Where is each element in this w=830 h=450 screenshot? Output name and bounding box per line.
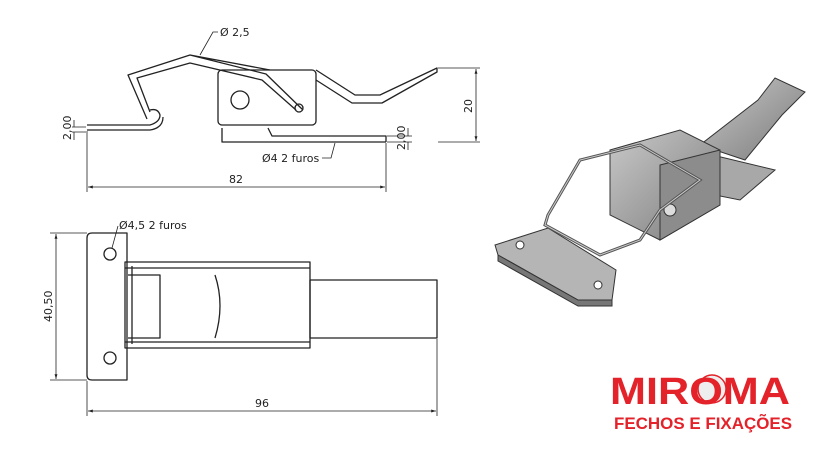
mount-hole-bottom [103, 351, 117, 365]
width-label: 40,50 [42, 291, 55, 323]
hinge-block [217, 69, 317, 126]
logo-brand: MIROMA [610, 371, 790, 413]
logo-tagline: FECHOS E FIXAÇÕES [614, 413, 792, 433]
thickness-dim-left-lines [72, 120, 86, 140]
thickness-right-label: 2,00 [395, 126, 408, 151]
top-length-label: 96 [255, 397, 269, 410]
thickness-left-label: 2,00 [61, 116, 74, 141]
thickness-dim-right-lines [387, 128, 412, 150]
wire-leader [199, 31, 218, 56]
wire-end [294, 103, 304, 113]
height-extension-lines [438, 67, 480, 143]
iso-wire-highlight [544, 144, 701, 256]
mounting-plate [86, 232, 128, 381]
pivot-hole [230, 90, 250, 110]
globe-icon [697, 374, 727, 404]
base-plate-right [221, 127, 387, 143]
width-extension-lines [50, 232, 87, 381]
height-label: 20 [462, 99, 475, 113]
wire-bail [127, 54, 304, 120]
miroma-logo: MIROMA FECHOS E FIXAÇÕES [610, 371, 792, 433]
base-plate-left [87, 108, 164, 131]
holes-note-label: Ø4 2 furos [262, 152, 320, 165]
side-view: 2,00 2,00 20 82 Ø 2,5 Ø4 2 furos [61, 26, 480, 192]
top-holes-note-label: Ø4,5 2 furos [119, 219, 187, 232]
iso-hinge-side [659, 149, 721, 241]
holes-leader [322, 142, 336, 159]
top-holes-leader [111, 225, 119, 249]
iso-hole-left [515, 240, 525, 250]
length-label: 82 [229, 173, 243, 186]
lever-arm-top [309, 279, 438, 339]
length-extension-lines [86, 131, 387, 192]
iso-base-plate-edge [497, 254, 613, 307]
isometric-view [494, 77, 806, 307]
top-length-extension-lines [86, 339, 438, 416]
top-view: Ø4,5 2 furos 40,50 96 [42, 219, 438, 416]
wire-diameter-label: Ø 2,5 [220, 26, 250, 39]
lever-arm [315, 67, 438, 104]
mount-hole-top [103, 247, 117, 261]
latch-body-detail [125, 266, 310, 344]
iso-hole-right [593, 280, 603, 290]
